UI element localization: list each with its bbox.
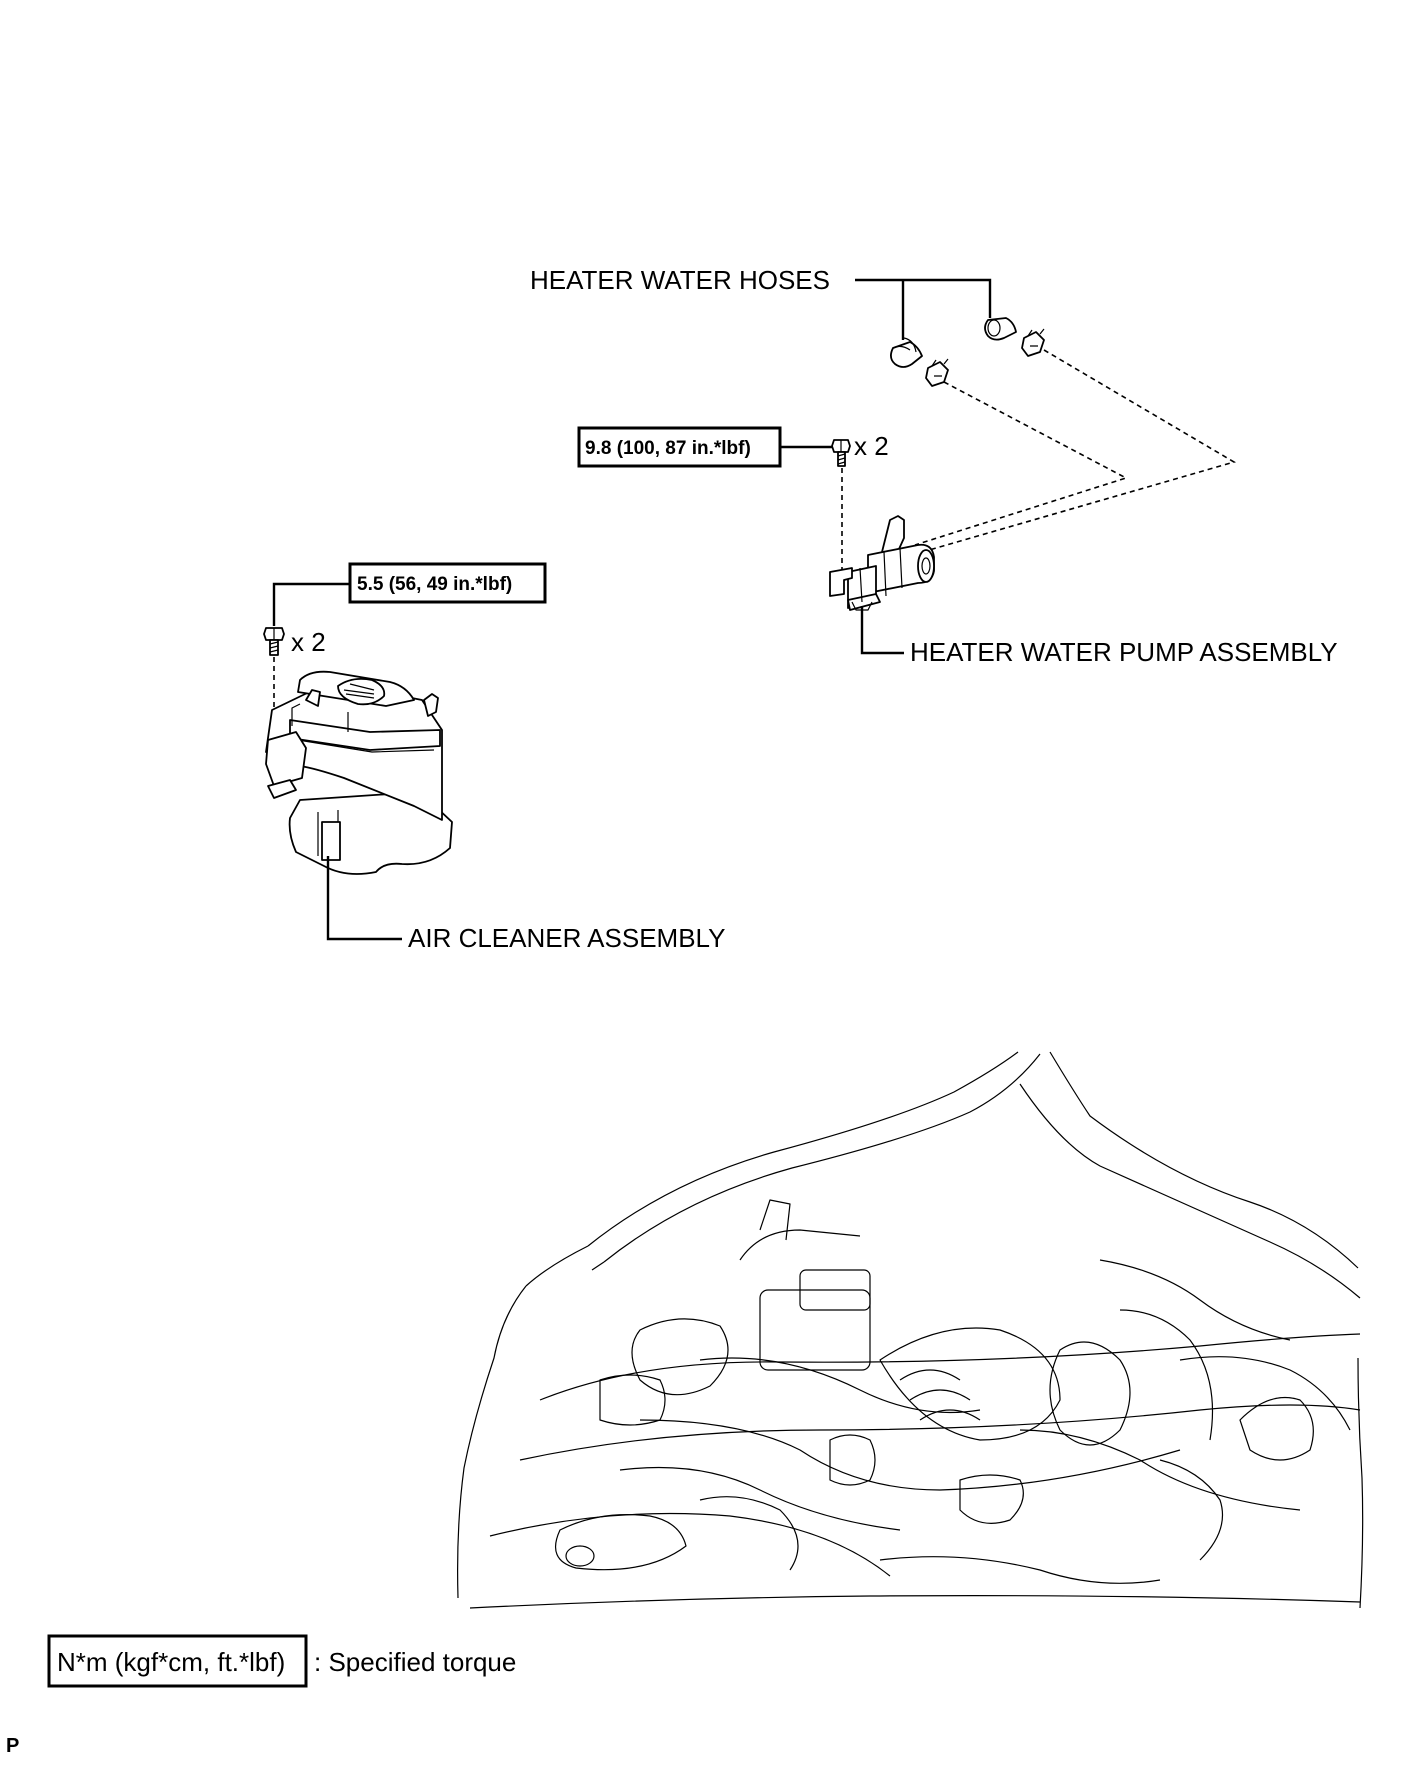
air-cleaner-callout: AIR CLEANER ASSEMBLY [326,856,725,953]
legend-description: : Specified torque [314,1647,516,1677]
pump-bolt-torque-value: 9.8 (100, 87 in.*lbf) [585,438,751,459]
air-cleaner-bolt-quantity: x 2 [291,627,326,657]
air-cleaner-label: AIR CLEANER ASSEMBLY [408,923,725,953]
air-cleaner-bolt-icon [263,627,285,656]
air-cleaner-bolt-torque-box [348,562,547,604]
hose-left-assembly-path [914,381,1129,546]
air-cleaner-bolt-torque-callout: 5.5 (56, 49 in.*lbf) [272,562,547,626]
hose-clip-right [1021,328,1045,357]
air-cleaner-assembly [265,670,453,875]
legend-unit-box [47,1634,308,1688]
heater-water-hose-right [984,317,1017,341]
pump-bolt-icon [831,439,851,467]
heater-water-hoses-label: HEATER WATER HOSES [530,265,830,295]
heater-water-pump-assembly [829,515,935,611]
heater-water-pump-label: HEATER WATER PUMP ASSEMBLY [910,637,1338,667]
vehicle-engine-bay-drawing [457,1051,1364,1609]
corner-mark: P [6,1735,19,1757]
heater-water-pump-callout: HEATER WATER PUMP ASSEMBLY [860,606,1338,667]
torque-legend: N*m (kgf*cm, ft.*lbf) : Specified torque [47,1634,516,1688]
pump-bolt-quantity: x 2 [854,431,889,461]
legend-unit-text: N*m (kgf*cm, ft.*lbf) [57,1647,285,1677]
pump-bolt-torque-box [577,426,782,468]
heater-water-hose-left [890,337,923,368]
air-cleaner-bolt-torque-value: 5.5 (56, 49 in.*lbf) [357,574,512,595]
heater-water-hoses-callout: HEATER WATER HOSES [530,265,992,340]
pump-bolt-torque-callout: 9.8 (100, 87 in.*lbf) [577,426,832,468]
hose-right-assembly-path [911,349,1237,556]
